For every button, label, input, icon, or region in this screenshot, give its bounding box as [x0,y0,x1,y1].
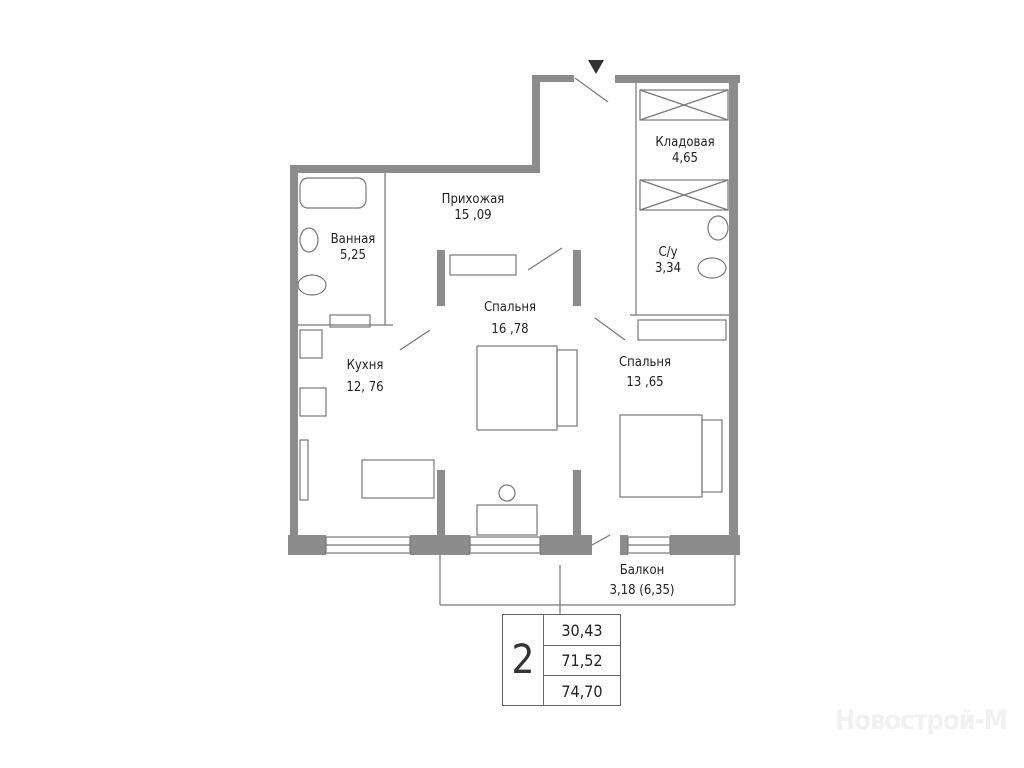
total-area: 71,52 [543,645,621,676]
walls [288,75,740,555]
living-area: 30,43 [543,615,621,646]
total-with-balcony: 74,70 [561,681,603,701]
entrance-arrow-icon [588,60,604,74]
partitions [297,77,736,614]
room-count: 2 [503,615,544,705]
watermark: Новострой-М [835,705,1008,736]
area-summary-table: 2 30,43 71,52 74,70 [502,614,621,706]
